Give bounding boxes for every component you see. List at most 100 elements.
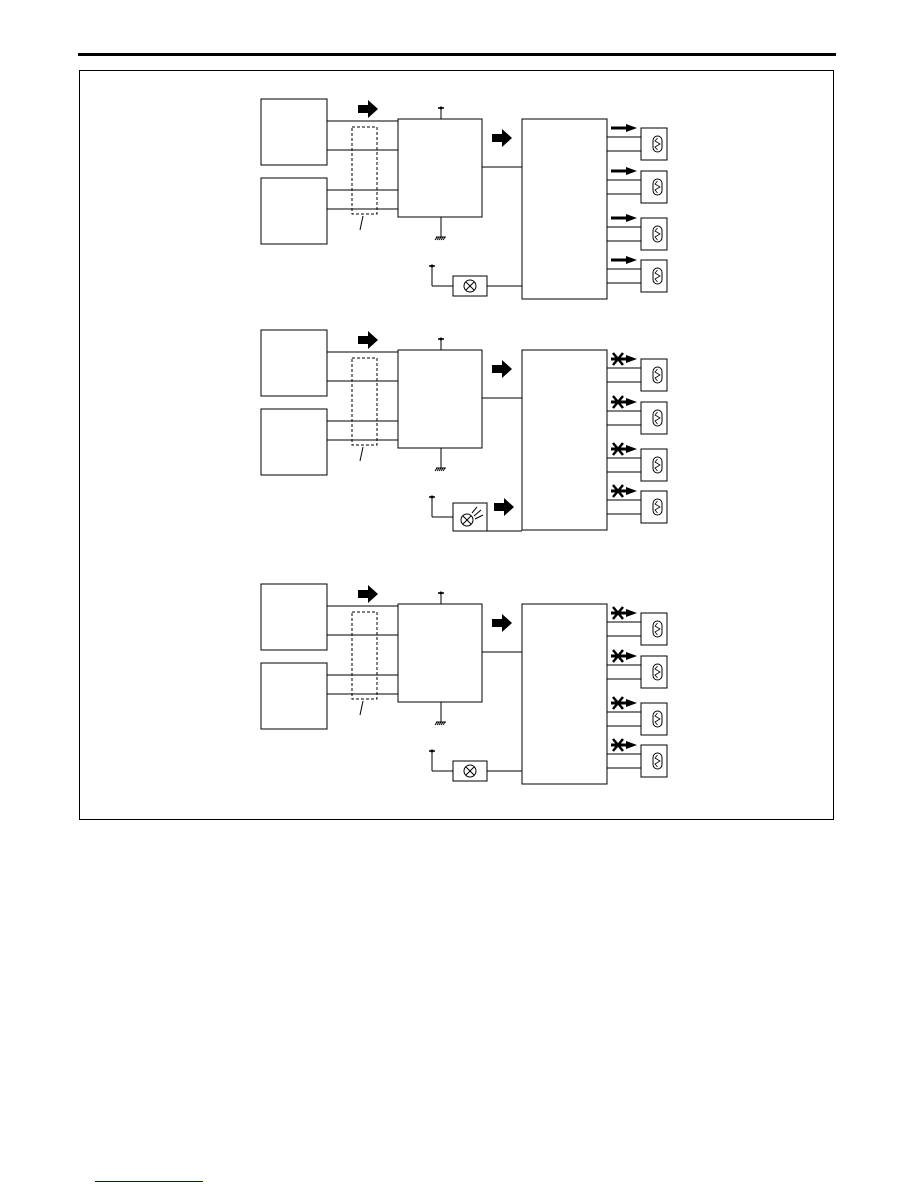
- blocked-signal-icon: [611, 395, 637, 409]
- blocked-signal-icon: [611, 606, 637, 620]
- harness-leader: [359, 215, 364, 231]
- warning-lamp-off-icon: [452, 275, 488, 297]
- wire-harness: [351, 126, 378, 215]
- sensor-element: [652, 225, 663, 243]
- lamp-bulb: [460, 513, 474, 527]
- cross-stroke: [612, 738, 624, 752]
- ground-hatch: [436, 236, 440, 241]
- module-flow-arrow-icon: [492, 129, 512, 147]
- cross-stroke: [612, 606, 624, 620]
- footer-link[interactable]: [95, 1170, 203, 1182]
- lamp-filament: [462, 515, 472, 525]
- sensor-element: [652, 456, 663, 474]
- sensor-housing: [640, 259, 668, 293]
- blocked-signal-icon: [611, 442, 637, 456]
- wheel-sensor-icon: [640, 448, 668, 482]
- arrow-shaft: [611, 258, 627, 262]
- footer-link-underline: [95, 1181, 203, 1182]
- lamp-bulb: [463, 279, 477, 293]
- sensor-element: [652, 710, 663, 728]
- warning-lamp-off-icon: [452, 760, 488, 782]
- arrow-head: [626, 256, 637, 264]
- ground-hatch: [438, 467, 442, 472]
- blocked-signal-icon: [611, 738, 637, 752]
- ground-icon: [434, 714, 446, 726]
- sensor-housing: [640, 217, 668, 251]
- sensor-coil: [654, 269, 661, 283]
- cross-stroke: [612, 696, 624, 710]
- arrow-head: [626, 487, 637, 495]
- diagram-panel-1: [260, 98, 668, 300]
- sensor-element: [652, 178, 663, 196]
- sensor-housing: [640, 358, 668, 392]
- ground-hatch: [438, 236, 442, 241]
- sensor-coil: [654, 500, 661, 514]
- ground-hatch: [436, 721, 440, 726]
- sensor-coil: [654, 622, 661, 636]
- cross-stroke: [612, 649, 624, 663]
- input-unit-1: [260, 98, 328, 166]
- sensor-housing: [640, 401, 668, 435]
- lamp-bulb: [463, 764, 477, 778]
- wheel-sensor-icon: [640, 702, 668, 736]
- sensor-element: [652, 498, 663, 516]
- warning-lamp-on-icon: [452, 502, 488, 532]
- wheel-sensor-icon: [640, 401, 668, 435]
- sensor-element: [652, 620, 663, 638]
- ground-hatch: [440, 721, 444, 726]
- arrow-head: [626, 741, 637, 749]
- input-flow-arrow-icon: [358, 331, 378, 349]
- sensor-housing: [640, 127, 668, 161]
- control-module: [397, 118, 483, 218]
- sensor-element: [652, 267, 663, 285]
- control-module: [397, 603, 483, 703]
- lamp-rays: [471, 506, 484, 520]
- wheel-sensor-icon: [640, 744, 668, 778]
- cross-stroke: [612, 395, 624, 409]
- lamp-housing: [452, 502, 488, 532]
- sensor-coil: [654, 137, 661, 151]
- arrow-shaft: [611, 169, 627, 173]
- arrow-head: [626, 355, 637, 363]
- diagram-panel-3: [260, 583, 668, 785]
- sensor-coil: [654, 411, 661, 425]
- arrow-head: [626, 167, 637, 175]
- wheel-sensor-icon: [640, 655, 668, 689]
- sensor-housing: [640, 655, 668, 689]
- input-unit-1: [260, 329, 328, 397]
- sensor-coil: [654, 227, 661, 241]
- arrow-head: [626, 214, 637, 222]
- wheel-sensor-icon: [640, 490, 668, 524]
- sensor-coil: [654, 180, 661, 194]
- arrow-head: [626, 124, 637, 132]
- lamp-filament: [465, 281, 475, 291]
- sensor-element: [652, 409, 663, 427]
- arrow-head: [626, 398, 637, 406]
- arrow-shaft: [611, 126, 627, 130]
- input-unit-2: [260, 408, 328, 476]
- wheel-sensor-icon: [640, 612, 668, 646]
- sensor-coil: [654, 712, 661, 726]
- sensor-element: [652, 752, 663, 770]
- sensor-housing: [640, 170, 668, 204]
- output-unit: [521, 349, 608, 531]
- input-unit-2: [260, 662, 328, 730]
- cross-stroke: [612, 484, 624, 498]
- arrow-head: [626, 652, 637, 660]
- cross-stroke: [612, 442, 624, 456]
- wheel-sensor-icon: [640, 217, 668, 251]
- sensor-element: [652, 366, 663, 384]
- sensor-coil: [654, 665, 661, 679]
- sensor-housing: [640, 702, 668, 736]
- wheel-sensor-icon: [640, 127, 668, 161]
- wheel-sensor-icon: [640, 358, 668, 392]
- sensor-element: [652, 663, 663, 681]
- ground-hatch: [434, 236, 438, 241]
- ground-hatch: [436, 467, 440, 472]
- sensor-element: [652, 135, 663, 153]
- control-module: [397, 349, 483, 449]
- input-unit-1: [260, 583, 328, 651]
- signal-arrow-icon: [611, 256, 637, 264]
- ground-hatch: [442, 467, 446, 472]
